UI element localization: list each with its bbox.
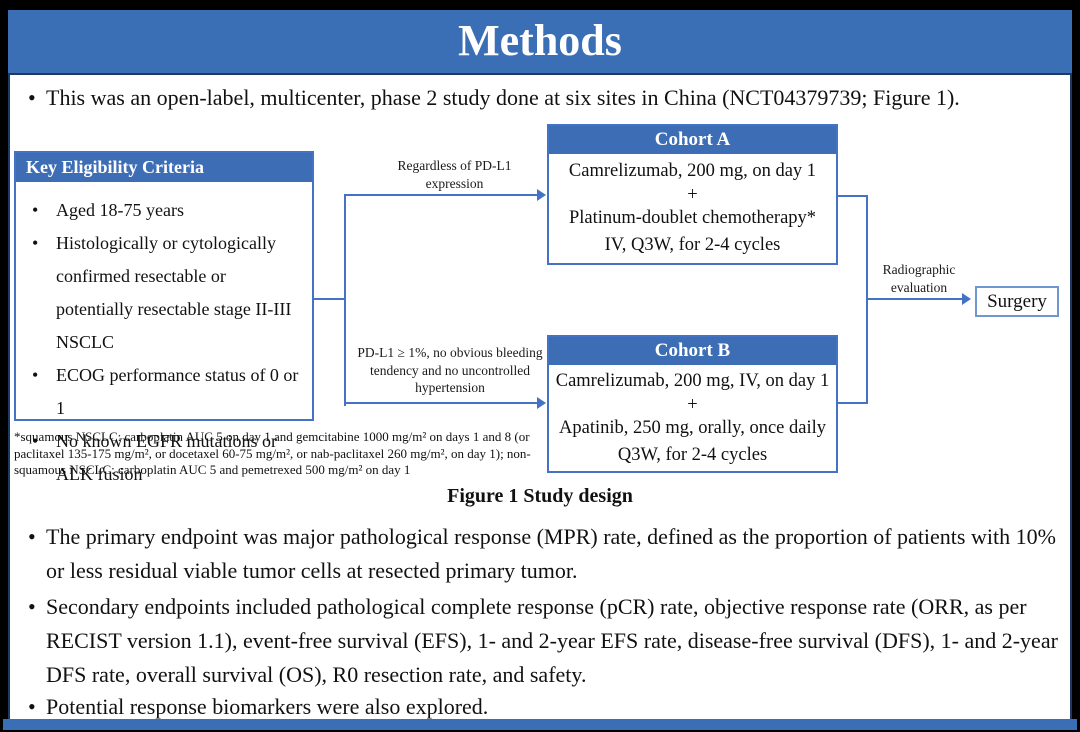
eligibility-item: ECOG performance status of 0 or 1 (30, 359, 306, 425)
surgery-box: Surgery (975, 286, 1059, 317)
cohort-a-line: IV, Q3W, for 2-4 cycles (604, 235, 781, 255)
cohort-b-line: Camrelizumab, 200 mg, IV, on day 1 (555, 371, 830, 391)
arrowhead-icon (962, 293, 971, 305)
arrow-to-cohort-b (344, 402, 537, 404)
arrow-label-surgery: Radiographic evaluation (882, 262, 956, 295)
page-title: Methods (8, 10, 1072, 73)
arrowhead-icon (537, 397, 546, 409)
cohort-b-header: Cohort B (549, 337, 836, 365)
arrow-label-cohort-b: PD-L1 ≥ 1%, no obvious bleeding tendency… (357, 345, 543, 395)
cohort-a-body: Camrelizumab, 200 mg, on day 1 + Platinu… (549, 154, 836, 259)
eligibility-header: Key Eligibility Criteria (16, 153, 312, 182)
cohort-a-line: Platinum-doublet chemotherapy* (568, 208, 817, 228)
connector-line (838, 195, 868, 197)
eligibility-item: No known EGFR mutations or ALK fusion (30, 425, 306, 491)
bottom-accent-bar (3, 719, 1077, 730)
connector-line (838, 402, 868, 404)
figure-caption: Figure 1 Study design (447, 485, 633, 507)
cohort-a-box: Cohort A Camrelizumab, 200 mg, on day 1 … (547, 124, 838, 265)
bullet-intro: This was an open-label, multicenter, pha… (26, 81, 1078, 115)
arrow-to-surgery (866, 298, 963, 300)
cohort-b-body: Camrelizumab, 200 mg, IV, on day 1 + Apa… (549, 365, 836, 469)
eligibility-box: Key Eligibility Criteria Aged 18-75 year… (14, 151, 314, 484)
plus-sign: + (687, 185, 698, 205)
cohort-b-box: Cohort B Camrelizumab, 200 mg, IV, on da… (547, 335, 838, 473)
cohort-a-line: Camrelizumab, 200 mg, on day 1 (568, 161, 817, 181)
plus-sign: + (687, 395, 698, 415)
arrowhead-icon (537, 189, 546, 201)
eligibility-item: Histologically or cytologically confirme… (30, 227, 306, 359)
cohort-a-header: Cohort A (549, 126, 836, 154)
branch-line (344, 194, 346, 406)
cohort-b-line: Q3W, for 2-4 cycles (617, 445, 768, 465)
cohort-b-line: Apatinib, 250 mg, orally, once daily (559, 418, 826, 438)
connector-line (314, 298, 345, 300)
arrow-to-cohort-a (344, 194, 537, 196)
bullet-biomarkers: Potential response biomarkers were also … (26, 690, 1068, 724)
chemotherapy-footnote: *squamous NSCLC: carboplatin AUC 5 on da… (14, 429, 531, 477)
eligibility-item: Aged 18-75 years (30, 194, 306, 227)
bullet-secondary-endpoints: Secondary endpoints included pathologica… (26, 590, 1068, 692)
eligibility-list: Aged 18-75 years Histologically or cytol… (16, 182, 312, 491)
bullet-primary-endpoint: The primary endpoint was major pathologi… (26, 520, 1068, 588)
arrow-label-cohort-a: Regardless of PD-L1 expression (397, 158, 512, 191)
